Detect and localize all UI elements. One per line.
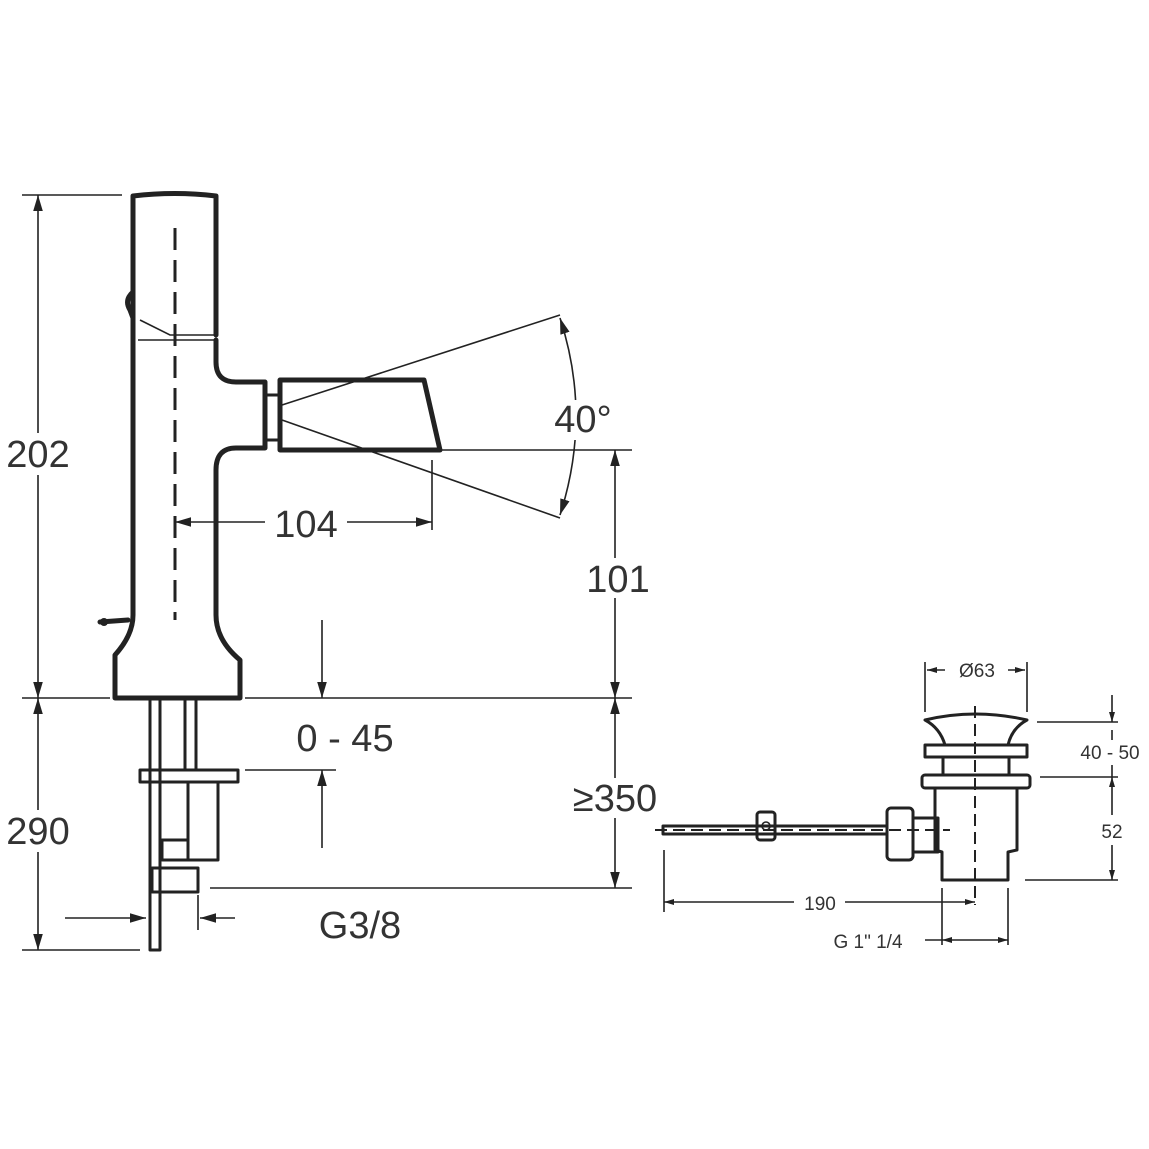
dimension-lines: [22, 194, 632, 951]
height-52-label: 52: [1101, 822, 1122, 843]
waste-dimension-lines: [663, 662, 1118, 945]
range-40-50-label: 40 - 50: [1080, 743, 1139, 764]
angle-40-label: 40°: [554, 399, 611, 441]
reach-104-label: 104: [274, 504, 337, 546]
tap-body: [97, 191, 443, 701]
height-202-label: 202: [6, 434, 69, 476]
counter-0-45-label: 0 - 45: [296, 718, 393, 760]
length-190-label: 190: [804, 894, 836, 915]
height-101-label: 101: [586, 559, 649, 601]
thread-g38-label: G3/8: [319, 905, 401, 947]
min-350-label: ≥350: [573, 778, 657, 820]
depth-290-label: 290: [6, 811, 69, 853]
tap-fittings: [138, 700, 240, 952]
diameter-63-label: Ø63: [959, 661, 995, 682]
thread-g114-label: G 1" 1/4: [833, 932, 902, 953]
